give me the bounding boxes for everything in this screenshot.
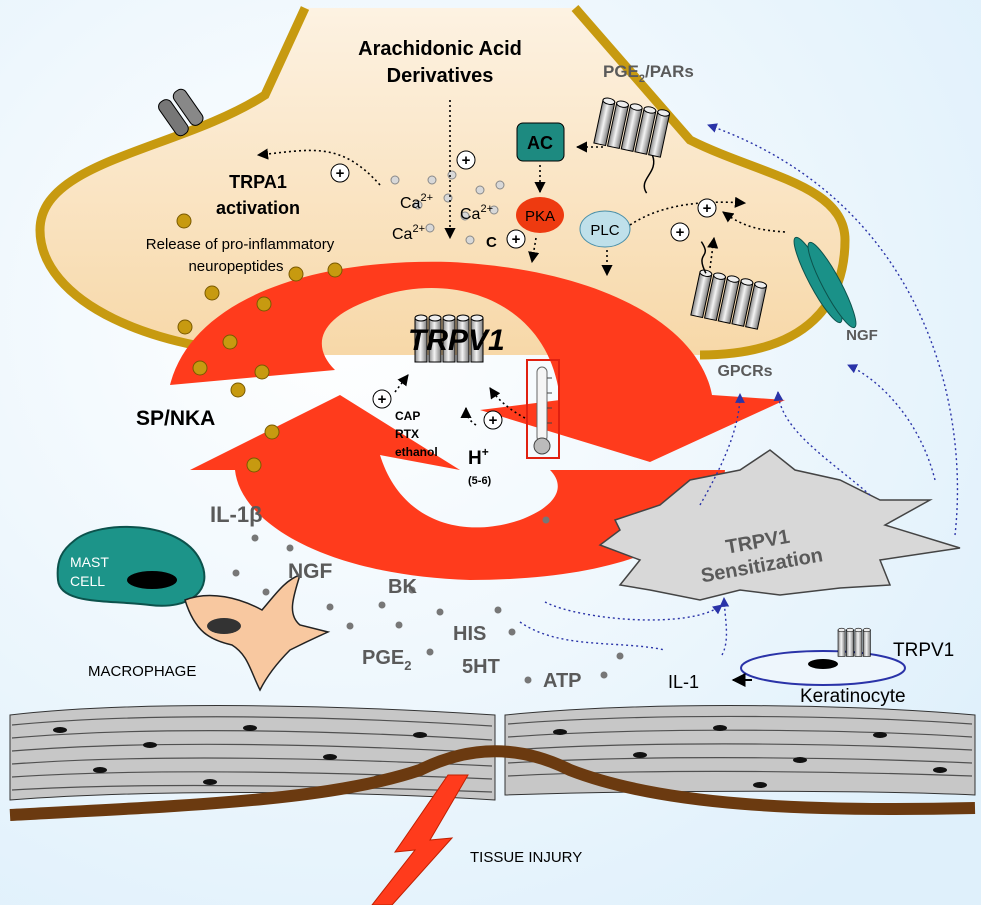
keratinocyte-nucleus (808, 659, 838, 669)
plus-label: + (703, 200, 712, 217)
plus-label: + (378, 391, 387, 408)
rtx-label: RTX (395, 427, 419, 441)
ac-label: AC (527, 133, 553, 153)
c-terminal-label: C (486, 234, 497, 251)
mast-cell-label-2: CELL (70, 573, 105, 589)
plus-label: + (512, 231, 521, 248)
gpcrs-label: GPCRs (717, 363, 772, 380)
ph-label: (5-6) (468, 475, 492, 487)
keratinocyte-trpv1-label: TRPV1 (893, 640, 954, 661)
plus-label: + (462, 152, 471, 169)
macrophage-nucleus (207, 618, 241, 634)
his-label: HIS (453, 623, 486, 645)
release-label-1: Release of pro-inflammatory (146, 236, 335, 253)
trpv1-channel-label: TRPV1 (408, 324, 505, 357)
bk-label: BK (388, 576, 417, 598)
ngf-receptor-label: NGF (846, 327, 878, 344)
ngf-mediator-label: NGF (288, 560, 333, 583)
keratinocyte-label: Keratinocyte (800, 686, 906, 707)
sp-nka-label: SP/NKA (136, 407, 215, 430)
pka-label: PKA (525, 208, 555, 225)
plc-label: PLC (590, 222, 619, 239)
il1b-label: IL-1β (210, 502, 263, 527)
5ht-label: 5HT (462, 656, 500, 678)
arachidonic-label-2: Derivatives (387, 65, 494, 87)
macrophage-label: MACROPHAGE (88, 663, 196, 680)
mast-cell-nucleus (127, 571, 177, 589)
il1-label: IL-1 (668, 672, 699, 692)
trpa1-label-1: TRPA1 (229, 172, 287, 192)
plus-label: + (489, 412, 498, 429)
atp-label: ATP (543, 670, 582, 692)
plus-label: + (336, 165, 345, 182)
ethanol-label: ethanol (395, 445, 438, 459)
trpa1-label-2: activation (216, 198, 300, 218)
tissue-injury-label: TISSUE INJURY (470, 849, 582, 866)
arachidonic-label-1: Arachidonic Acid (358, 38, 522, 60)
plus-label: + (676, 224, 685, 241)
mast-cell-label-1: MAST (70, 554, 109, 570)
cap-label: CAP (395, 409, 420, 423)
release-label-2: neuropeptides (188, 258, 283, 275)
